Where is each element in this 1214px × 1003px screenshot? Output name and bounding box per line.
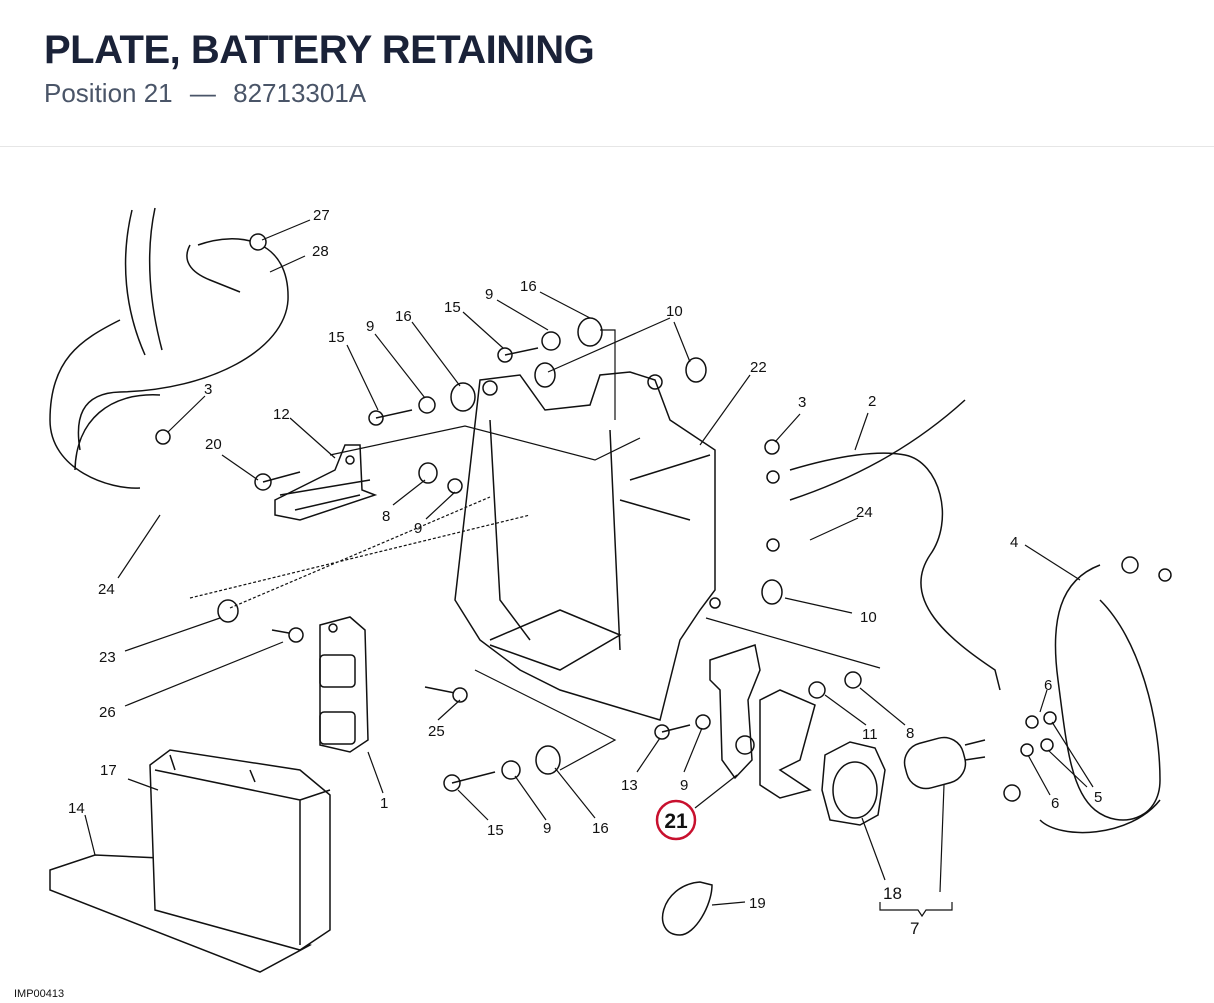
callout-6: 6	[1051, 795, 1059, 812]
callout-3: 3	[798, 394, 806, 411]
callout-2: 2	[868, 393, 876, 410]
buzzer	[821, 741, 886, 826]
page-title: PLATE, BATTERY RETAINING	[44, 28, 595, 72]
callout-3: 3	[204, 381, 212, 398]
assembly-lines	[189, 329, 881, 771]
callout-1: 1	[380, 795, 388, 812]
callout-9: 9	[414, 520, 422, 537]
callout-16: 16	[520, 278, 537, 295]
connector-block	[319, 616, 369, 753]
callout-9: 9	[680, 777, 688, 794]
callout-20: 20	[205, 436, 222, 453]
callout-26: 26	[99, 704, 116, 721]
callout-15: 15	[328, 329, 345, 346]
cable-right-2	[789, 399, 1001, 691]
fasteners	[155, 233, 1057, 802]
callout-27: 27	[313, 207, 330, 224]
separator: —	[189, 78, 216, 108]
callout-labels: 27 28 3 20 12 24 15 9 16 15 9 16 10 22 8…	[68, 207, 1102, 938]
callout-19: 19	[749, 895, 766, 912]
callout-11: 11	[862, 726, 878, 743]
callout-6: 6	[1044, 677, 1052, 694]
callout-28: 28	[312, 243, 329, 260]
highlighted-callout[interactable]: 21	[655, 799, 697, 841]
callout-4: 4	[1010, 534, 1018, 551]
callout-14: 14	[68, 800, 85, 817]
callout-16: 16	[395, 308, 412, 325]
callout-9: 9	[485, 286, 493, 303]
callout-23: 23	[99, 649, 116, 666]
callout-10: 10	[666, 303, 683, 320]
retaining-plate	[709, 644, 816, 799]
position-label: Position 21	[44, 78, 173, 108]
highlight-ring	[655, 799, 697, 841]
solenoid	[903, 736, 986, 790]
callout-9: 9	[543, 820, 551, 837]
callout-5: 5	[1094, 789, 1102, 806]
callout-18: 18	[883, 884, 902, 903]
cable-right-4	[1039, 556, 1172, 834]
callout-9: 9	[366, 318, 374, 335]
main-bracket	[454, 371, 721, 721]
callout-8: 8	[382, 508, 390, 525]
callout-25: 25	[428, 723, 445, 740]
mount-plate	[274, 444, 378, 521]
callout-7: 7	[910, 919, 919, 938]
callout-8: 8	[906, 725, 914, 742]
page-subtitle: Position 21 — 82713301A	[44, 78, 376, 109]
callout-24: 24	[856, 504, 873, 521]
image-code: IMP00413	[14, 988, 65, 1000]
callout-17: 17	[100, 762, 117, 779]
page-header: PLATE, BATTERY RETAINING Position 21 — 8…	[0, 0, 1214, 147]
callout-10: 10	[860, 609, 877, 626]
callout-24: 24	[98, 581, 115, 598]
callout-21: 21	[664, 810, 688, 833]
callout-15: 15	[487, 822, 504, 839]
exploded-parts-diagram: 27 28 3 20 12 24 15 9 16 15 9 16 10 22 8…	[49, 207, 1172, 973]
part-number: 82713301A	[233, 78, 367, 108]
callout-16: 16	[592, 820, 609, 837]
cable-clip	[661, 881, 713, 936]
leader-lines	[84, 219, 1094, 918]
battery	[49, 749, 331, 973]
callout-15: 15	[444, 299, 461, 316]
callout-12: 12	[273, 406, 290, 423]
battery-cable-left	[49, 207, 289, 489]
callout-22: 22	[750, 359, 767, 376]
callout-13: 13	[621, 777, 638, 794]
